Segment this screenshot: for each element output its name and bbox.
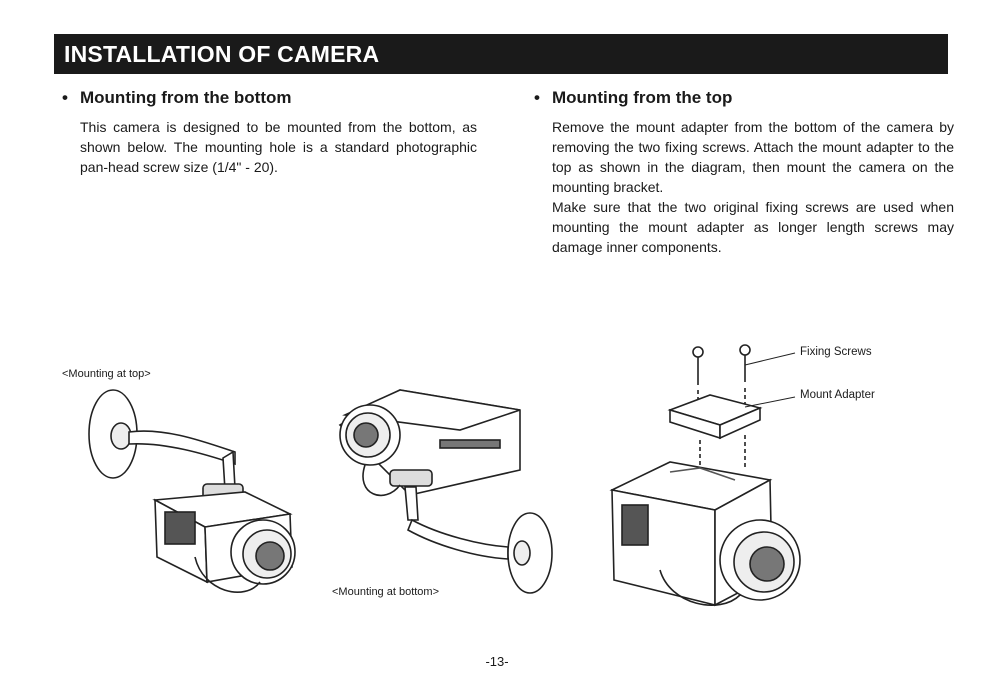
left-paragraph: This camera is designed to be mounted fr… xyxy=(80,119,477,175)
callout-mount-adapter: Mount Adapter xyxy=(800,389,875,401)
caption-mounting-bottom: <Mounting at bottom> xyxy=(332,586,440,598)
right-heading-text: Mounting from the top xyxy=(552,88,733,107)
right-paragraph-1: Remove the mount adapter from the bottom… xyxy=(552,119,954,195)
right-paragraph-2: Make sure that the two original fixing s… xyxy=(552,199,954,255)
mount-adapter-exploded-illustration xyxy=(609,344,801,607)
left-heading-text: Mounting from the bottom xyxy=(80,88,292,107)
bullet-icon: • xyxy=(62,88,68,107)
callout-fixing-screws: Fixing Screws xyxy=(800,346,872,358)
right-heading: • Mounting from the top xyxy=(534,88,954,108)
section-banner: INSTALLATION OF CAMERA xyxy=(54,34,948,74)
page-title: INSTALLATION OF CAMERA xyxy=(64,41,380,67)
left-heading: • Mounting from the bottom xyxy=(62,88,477,108)
camera-mount-bottom-illustration xyxy=(338,389,553,594)
right-column: • Mounting from the top Remove the mount … xyxy=(534,88,954,257)
left-column: • Mounting from the bottom This camera is… xyxy=(62,88,477,177)
camera-mount-top-illustration xyxy=(88,389,296,593)
bullet-icon: • xyxy=(534,88,540,107)
caption-mounting-top: <Mounting at top> xyxy=(62,368,151,380)
page-number: -13- xyxy=(485,654,509,669)
callout-leader-lines xyxy=(744,352,796,408)
